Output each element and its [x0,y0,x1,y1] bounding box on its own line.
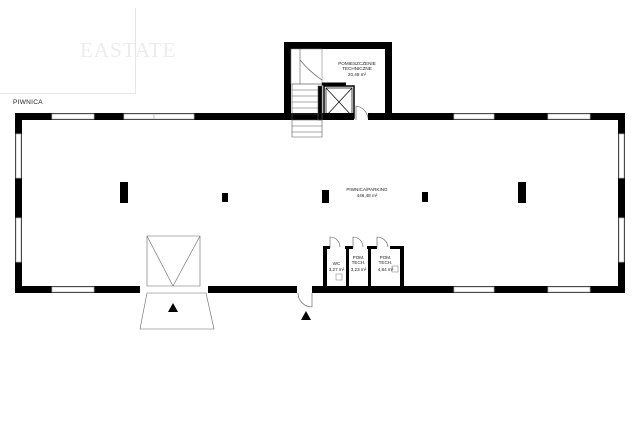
small-rooms-doors [329,236,389,248]
floor-label: PIWNICA [13,99,43,106]
windows-bottom [51,286,591,293]
windows-top [51,113,591,120]
ramp [139,235,215,330]
technical-shaft [323,85,355,119]
watermark-frame [0,8,136,94]
wall-openings [140,113,368,293]
staircase [290,48,346,138]
small-rooms-walls [323,246,404,288]
room-area-pom-tech-2: 4,84 m² [377,267,394,272]
room-name-parking: PIWNICA/PARKING [346,187,388,192]
room-name-pom-tech-1-line2: TECH. [351,260,366,265]
door-tech-room-upper [355,105,369,120]
room-area-pom-tech-1: 3,23 m² [350,267,367,272]
entry-arrow-door [301,311,311,320]
watermark-logo: EASTATE [80,38,177,62]
room-name-pom-tech-2-line2: TECH. [378,260,393,265]
windows-sides [15,133,625,263]
room-area-parking: 446,48 m² [356,193,378,198]
small-rooms-fixtures [335,265,399,281]
room-name-pom-tech-2-line1: POM. [379,255,392,260]
room-area-tech-upper: 20,48 m² [347,72,367,77]
room-name-wc: WC [332,261,341,266]
room-name-tech-upper-2: TECHNICZNE [342,66,372,71]
room-name-pom-tech-1-line1: POM. [352,255,365,260]
entrance-door [297,292,313,308]
entry-arrow-ramp [168,303,178,312]
room-name-tech-upper-1: POMIESZCZENIE [338,61,376,66]
entry-arrows [168,303,311,320]
outer-walls [15,113,625,293]
tech-room-upper-walls [284,42,392,120]
columns [120,182,526,203]
room-area-wc: 3,27 m² [328,267,345,272]
